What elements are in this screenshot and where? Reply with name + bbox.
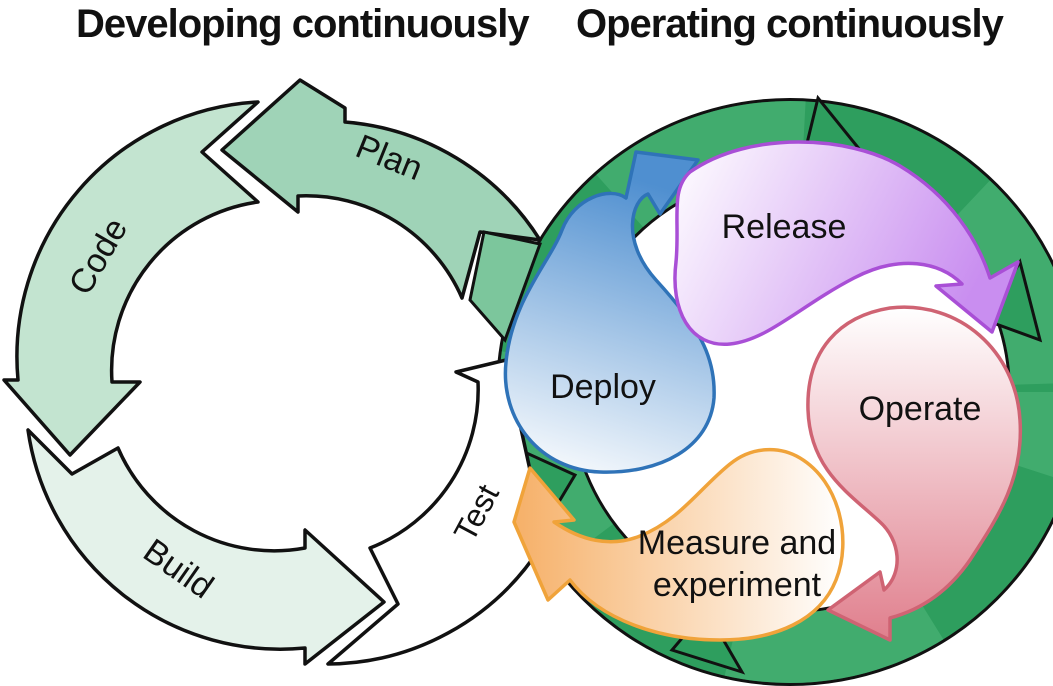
deploy-label: Deploy xyxy=(550,368,656,406)
code-arrow xyxy=(2,100,260,457)
measure-label-line2: experiment xyxy=(653,566,822,604)
measure-label-line1: Measure and xyxy=(638,524,836,562)
plan-arrow xyxy=(220,78,542,300)
developing-heading: Developing continuously xyxy=(76,2,530,46)
measure-stage xyxy=(512,447,845,642)
operating-heading: Operating continuously xyxy=(576,2,1004,46)
release-label: Release xyxy=(722,208,847,246)
developing-ring xyxy=(2,78,542,666)
deploy-stage xyxy=(503,150,716,474)
test-arrow xyxy=(326,358,542,666)
build-arrow xyxy=(26,428,386,666)
plan-tail-green xyxy=(468,230,542,343)
operate-label: Operate xyxy=(859,390,982,428)
release-stage xyxy=(673,140,1020,346)
operate-stage xyxy=(806,305,1023,642)
